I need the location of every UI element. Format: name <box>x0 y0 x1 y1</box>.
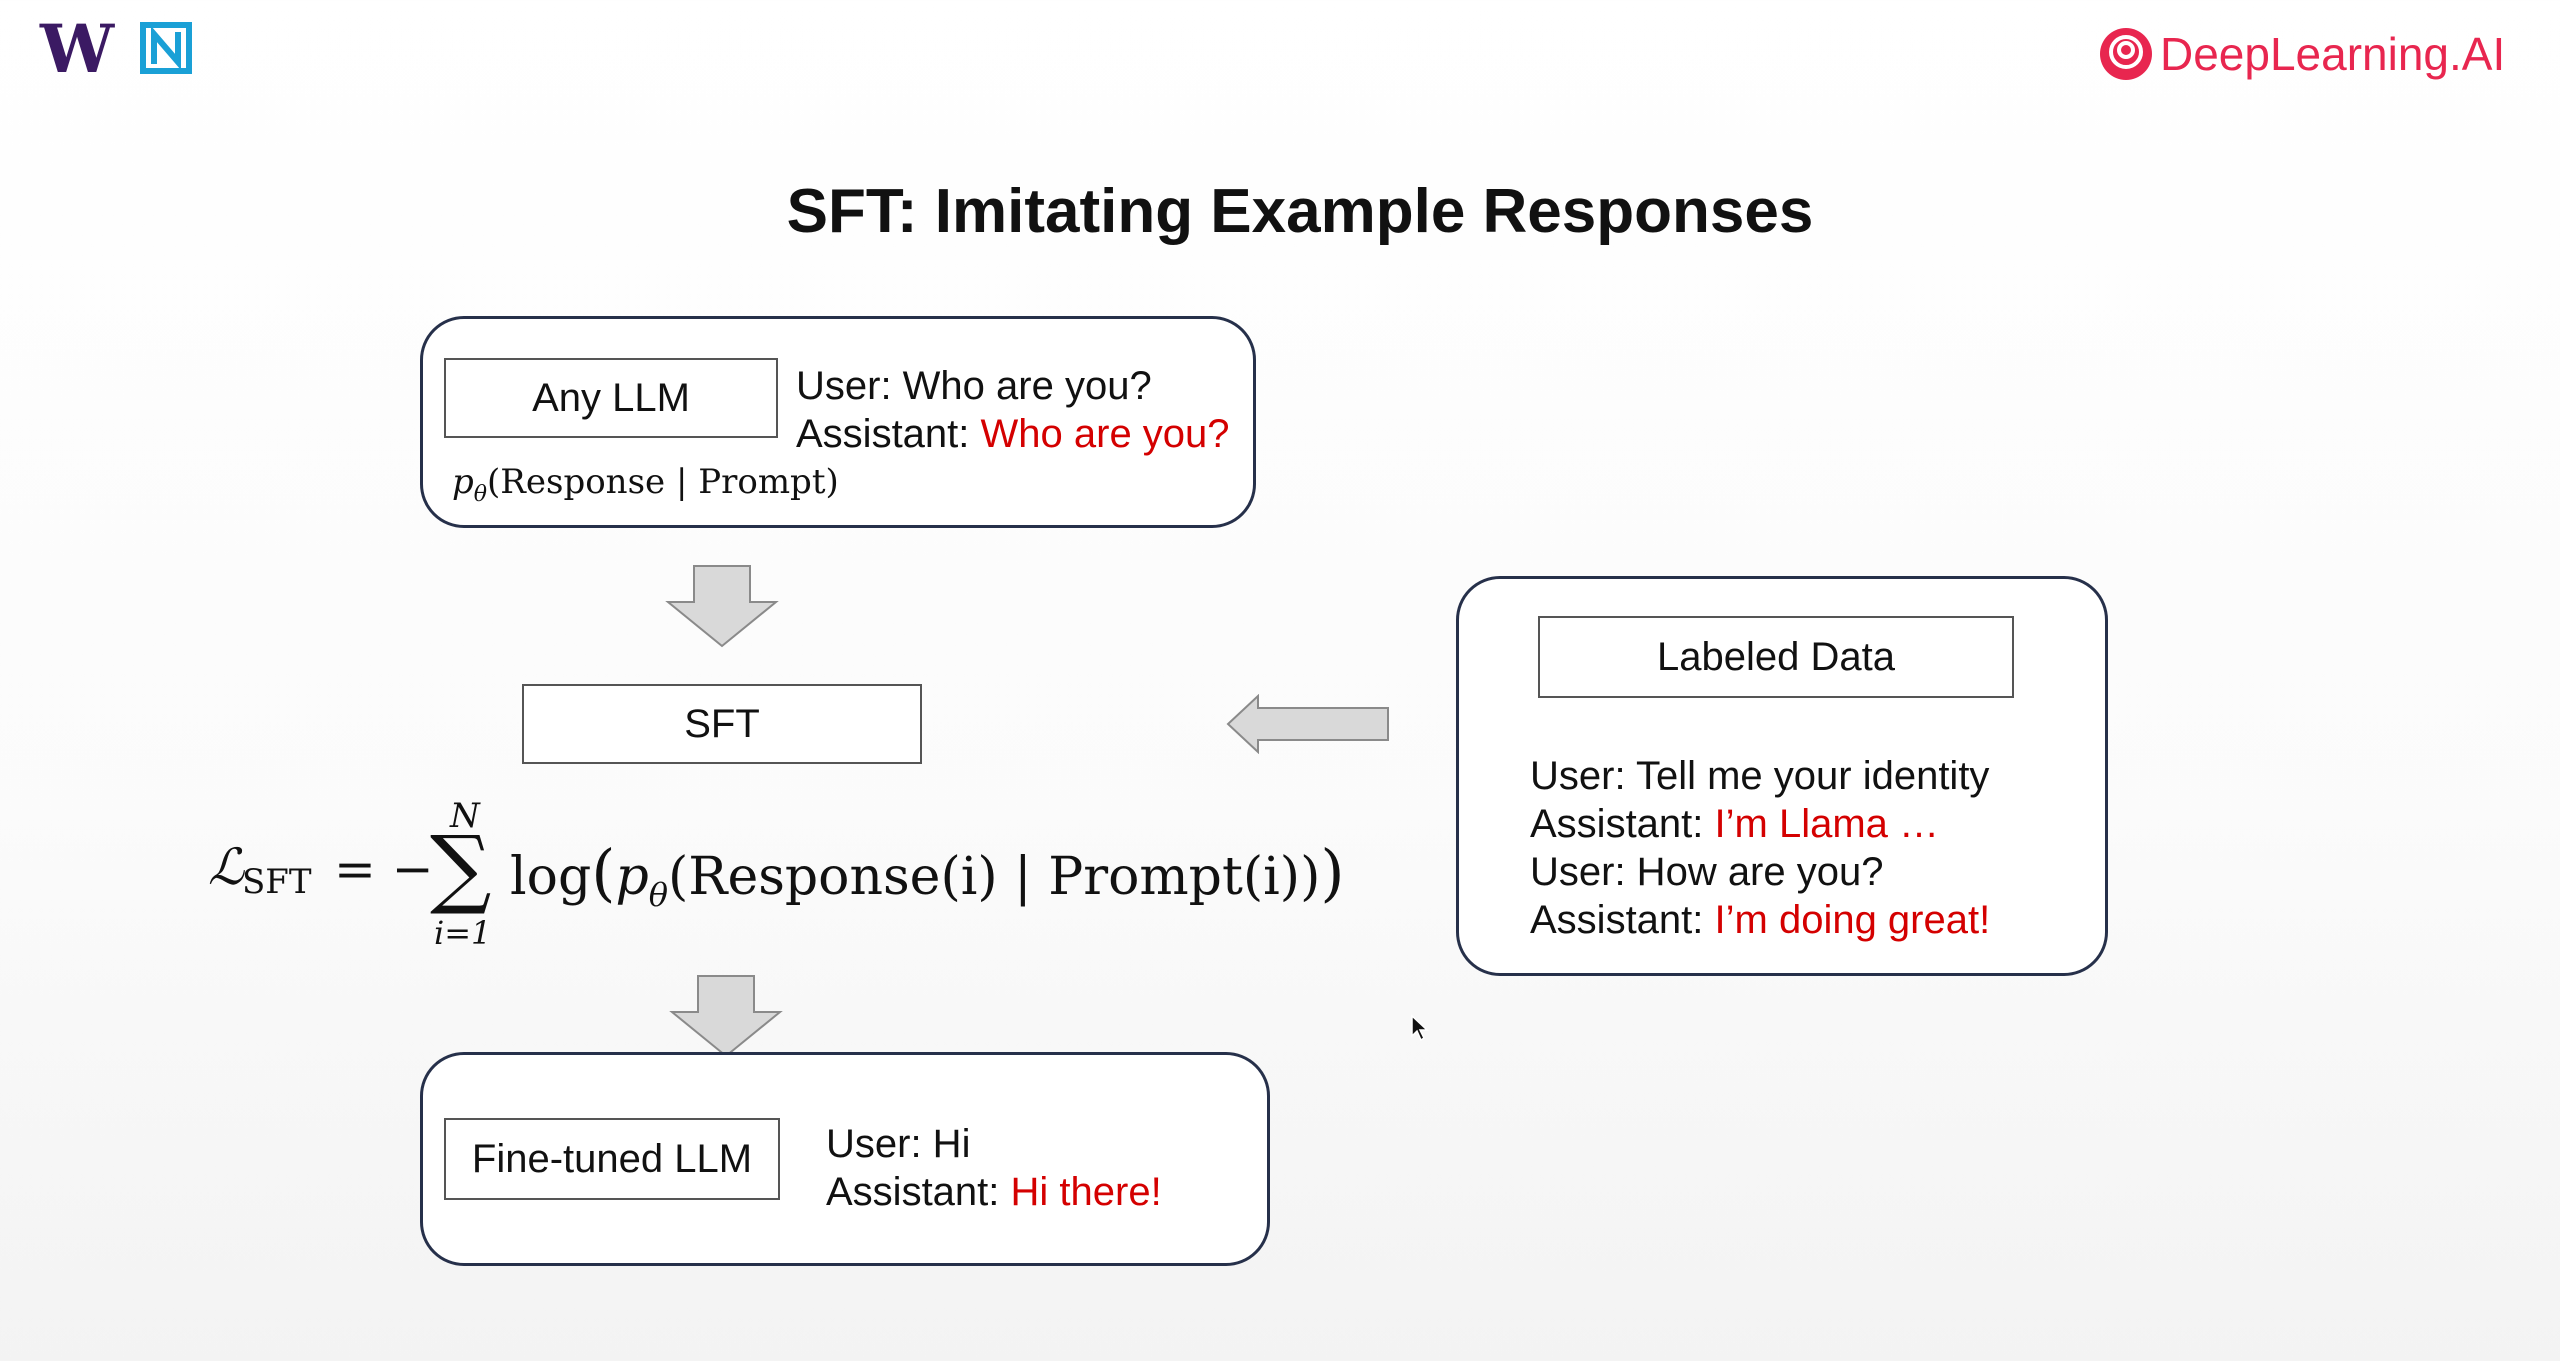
prob-rest: (Response | Prompt) <box>487 462 839 502</box>
sum-upper: N <box>450 796 480 836</box>
probability-expression: pθ(Response | Prompt) <box>452 462 839 507</box>
labeled-line-4-reply: I’m doing great! <box>1714 898 1991 942</box>
mouse-cursor-icon <box>1410 1014 1430 1047</box>
sft-loss-formula: ℒ SFT = − N ∑ i=1 log(pθ(Response(i) | P… <box>208 796 1345 956</box>
labeled-line-3: User: How are you? <box>1530 848 1990 896</box>
prob-theta: θ <box>473 481 488 507</box>
brand-name: DeepLearning.AI <box>2160 28 2506 80</box>
top-assistant-line: Assistant: Who are you? <box>796 410 1230 458</box>
uw-logo-text: W <box>40 10 115 88</box>
loss-args: (Response(i) | Prompt(i)) <box>668 847 1321 907</box>
loss-close-paren: ) <box>1320 836 1345 909</box>
bottom-user-line: User: Hi <box>826 1122 971 1166</box>
labeled-data-lines: User: Tell me your identity Assistant: I… <box>1530 752 1990 944</box>
bottom-assistant-prefix: Assistant: <box>826 1170 1011 1214</box>
deeplearning-logo: DeepLearning.AI <box>2098 24 2505 84</box>
labeled-line-1: User: Tell me your identity <box>1530 752 1990 800</box>
down-arrow-icon <box>668 974 784 1063</box>
loss-body: log(pθ(Response(i) | Prompt(i))) <box>510 836 1345 913</box>
fine-tuned-model-label: Fine-tuned LLM <box>444 1118 780 1200</box>
bottom-assistant-line: Assistant: Hi there! <box>826 1168 1162 1216</box>
down-arrow-icon <box>664 564 780 653</box>
sum-lower: i=1 <box>434 914 492 952</box>
loss-p: p <box>615 847 649 907</box>
labeled-line-2-prefix: Assistant: <box>1530 802 1715 846</box>
top-user-line: User: Who are you? <box>796 364 1152 408</box>
slide-title: SFT: Imitating Example Responses <box>786 177 1814 246</box>
bottom-assistant-reply: Hi there! <box>1010 1170 1162 1214</box>
loss-theta: θ <box>648 875 668 914</box>
loss-equals: = − <box>334 840 434 898</box>
n-logo-icon <box>140 22 192 74</box>
loss-log: log <box>510 847 592 907</box>
sft-box: SFT <box>522 684 922 764</box>
uw-logo-icon: W <box>40 14 114 84</box>
labeled-line-2: Assistant: I’m Llama … <box>1530 800 1990 848</box>
top-assistant-prefix: Assistant: <box>796 412 981 456</box>
labeled-line-2-reply: I’m Llama … <box>1714 802 1940 846</box>
labeled-line-3-prefix: User: How are you? <box>1530 850 1884 894</box>
loss-L: ℒ <box>208 838 245 896</box>
loss-open-paren: ( <box>591 836 616 909</box>
sum-sigma: ∑ <box>430 818 492 918</box>
deeplearning-logo-icon <box>2098 26 2154 82</box>
labeled-line-4-prefix: Assistant: <box>1530 898 1715 942</box>
labeled-line-1-prefix: User: Tell me your identity <box>1530 754 1990 798</box>
loss-subscript: SFT <box>242 862 312 902</box>
prob-p: p <box>452 462 474 502</box>
left-arrow-icon <box>1226 693 1390 759</box>
labeled-line-4: Assistant: I’m doing great! <box>1530 896 1990 944</box>
top-assistant-reply: Who are you? <box>980 412 1230 456</box>
labeled-data-title: Labeled Data <box>1538 616 2014 698</box>
base-model-label: Any LLM <box>444 358 778 438</box>
